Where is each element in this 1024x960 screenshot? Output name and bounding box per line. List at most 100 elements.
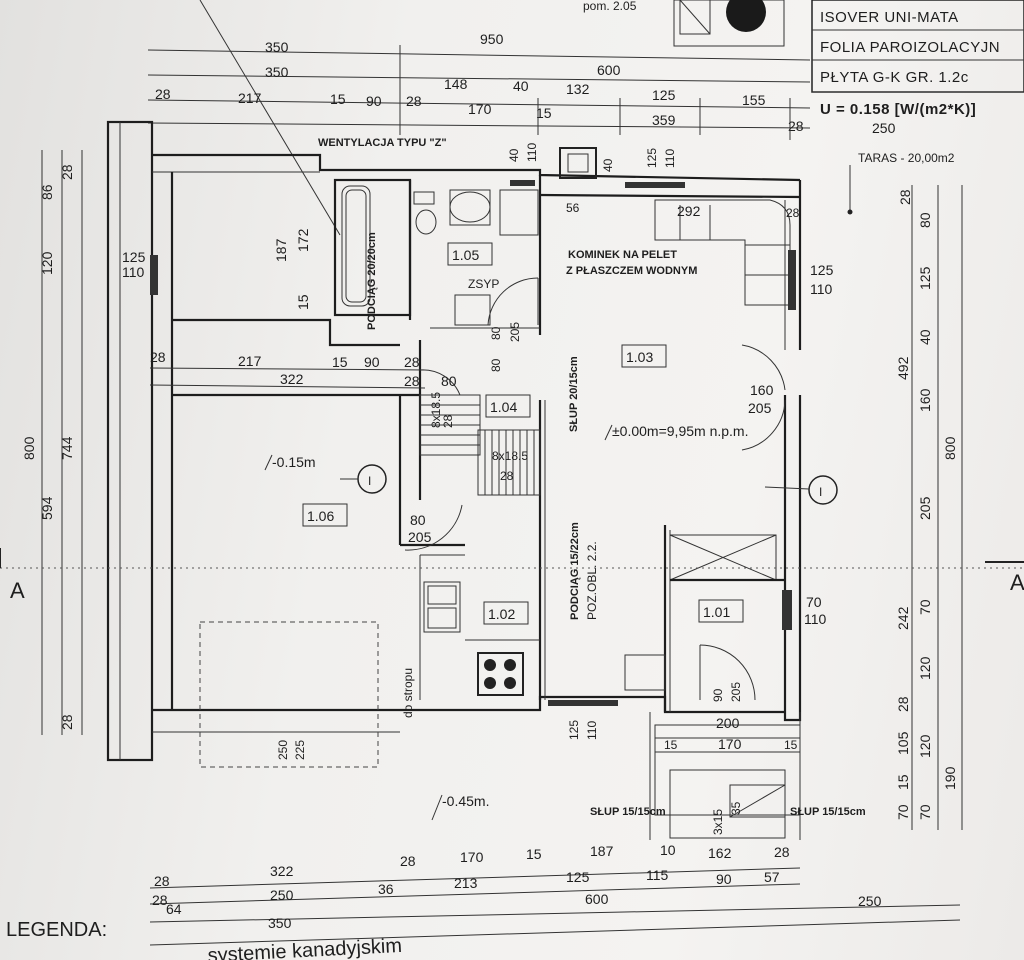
svg-text:40: 40	[917, 329, 933, 345]
legend-heading: LEGENDA:	[6, 919, 107, 941]
svg-text:132: 132	[566, 81, 590, 97]
svg-text:800: 800	[21, 436, 37, 460]
svg-text:I: I	[368, 474, 371, 488]
svg-text:28: 28	[150, 349, 166, 365]
svg-text:28: 28	[404, 373, 420, 389]
svg-text:15: 15	[784, 738, 798, 752]
svg-text:250: 250	[858, 893, 882, 909]
legend-row-3: PŁYTA G-K GR. 1.2c	[820, 69, 969, 86]
doors	[404, 277, 786, 701]
svg-text:80: 80	[441, 373, 457, 389]
svg-text:57: 57	[764, 869, 780, 885]
svg-text:80: 80	[489, 358, 503, 372]
svg-text:110: 110	[525, 143, 539, 162]
svg-text:213: 213	[454, 875, 478, 891]
svg-text:217: 217	[238, 90, 262, 106]
room-1-05: 1.05	[452, 247, 479, 263]
svg-text:28: 28	[155, 86, 171, 102]
room-1-03: 1.03	[626, 349, 653, 365]
terrace-label: TARAS - 20,00m2	[858, 151, 955, 165]
svg-text:170: 170	[460, 849, 484, 865]
room-1-06: 1.06	[307, 508, 334, 524]
svg-text:70: 70	[895, 804, 911, 820]
svg-text:40: 40	[507, 148, 521, 162]
column-15-15-right: SŁUP 15/15cm	[790, 806, 866, 818]
staircase: 8x18.5 28 8x18.5 28	[419, 392, 541, 496]
svg-text:120: 120	[917, 734, 933, 758]
material-legend-table: ISOVER UNI-MATA FOLIA PAROIZOLACYJN PŁYT…	[583, 0, 1024, 118]
svg-text:205: 205	[408, 529, 432, 545]
column-20-15: SŁUP 20/15cm	[568, 356, 580, 432]
inner-dimensions: 28 217 15 90 28 322 28 80 40 110 40 125 …	[149, 143, 834, 835]
svg-text:15: 15	[330, 91, 346, 107]
section-a-right: A	[1010, 570, 1024, 595]
svg-text:110: 110	[122, 264, 145, 280]
svg-text:28: 28	[774, 844, 790, 860]
svg-text:205: 205	[748, 400, 772, 416]
svg-text:110: 110	[810, 281, 833, 297]
svg-text:594: 594	[39, 496, 55, 520]
svg-text:110: 110	[585, 721, 599, 740]
svg-text:10: 10	[660, 842, 676, 858]
svg-text:80: 80	[410, 512, 426, 528]
dim-top-350a: 350	[265, 39, 289, 55]
svg-text:170: 170	[718, 736, 742, 752]
svg-text:292: 292	[677, 203, 701, 219]
room-1-02: 1.02	[488, 606, 515, 622]
svg-text:148: 148	[444, 76, 468, 92]
svg-text:90: 90	[711, 688, 725, 702]
legend-row-1: ISOVER UNI-MATA	[820, 9, 959, 26]
round-table-icon	[726, 0, 766, 32]
svg-text:322: 322	[280, 371, 304, 387]
svg-text:28: 28	[897, 189, 913, 205]
beam-15-22: PODCIĄG 15/22cm	[569, 522, 581, 620]
svg-text:187: 187	[273, 238, 289, 262]
level-outside: -0.45m.	[442, 793, 489, 809]
svg-text:15: 15	[526, 846, 542, 862]
svg-text:28: 28	[441, 414, 455, 428]
svg-text:125: 125	[810, 262, 834, 278]
svg-text:115: 115	[646, 867, 669, 883]
room-labels: 1.05 1.03 1.04 1.06 1.02 1.01	[302, 242, 744, 625]
dim-top-600: 600	[597, 62, 621, 78]
room-1-04: 1.04	[490, 399, 517, 415]
svg-text:8x18.5: 8x18.5	[429, 392, 443, 428]
svg-text:56: 56	[566, 201, 580, 215]
svg-text:250: 250	[270, 887, 294, 903]
svg-text:28: 28	[59, 714, 75, 730]
svg-text:350: 350	[268, 915, 292, 931]
windows	[150, 180, 796, 706]
footer-text: systemie kanadyjskim	[207, 935, 402, 960]
svg-text:187: 187	[590, 843, 614, 859]
washbasin-icon	[449, 191, 491, 223]
svg-text:28: 28	[500, 469, 514, 483]
svg-text:242: 242	[895, 606, 911, 630]
room-1-01: 1.01	[703, 604, 730, 620]
top-dimensions: 350 950 350 600 28 217 15 90 28 148 40 1…	[147, 31, 896, 140]
svg-text:80: 80	[917, 212, 933, 228]
svg-text:I: I	[819, 485, 822, 499]
svg-text:86: 86	[39, 184, 55, 200]
svg-text:155: 155	[742, 92, 766, 108]
svg-text:125: 125	[566, 869, 590, 885]
bottom-dimensions: 28 322 28 170 15 187 10 162 28 28 250 36…	[149, 842, 961, 946]
u-value: U = 0.158 [W/(m2*K)]	[820, 101, 976, 118]
svg-text:105: 105	[895, 731, 911, 755]
annotations: WENTYLACJA TYPU "Z" KOMINEK NA PELET Z P…	[264, 137, 955, 821]
svg-text:28: 28	[400, 853, 416, 869]
to-ceiling-label: do stropu	[401, 668, 415, 718]
entrance-steps	[649, 712, 801, 840]
svg-text:125: 125	[645, 148, 659, 168]
svg-text:40: 40	[601, 158, 615, 172]
svg-text:35: 35	[729, 801, 743, 815]
ventilation-label: WENTYLACJA TYPU "Z"	[318, 137, 447, 149]
kitchen-sink-icon	[423, 581, 461, 633]
svg-text:110: 110	[804, 611, 827, 627]
svg-text:70: 70	[806, 594, 822, 610]
svg-text:800: 800	[942, 436, 958, 460]
bathtub-icon	[341, 185, 371, 307]
stove-icon	[477, 652, 524, 696]
section-a-left: A	[10, 578, 25, 603]
right-dimensions: 28 80 125 40 492 160 800 205 242 70 120 …	[895, 185, 963, 830]
chimney-icon	[559, 147, 597, 179]
